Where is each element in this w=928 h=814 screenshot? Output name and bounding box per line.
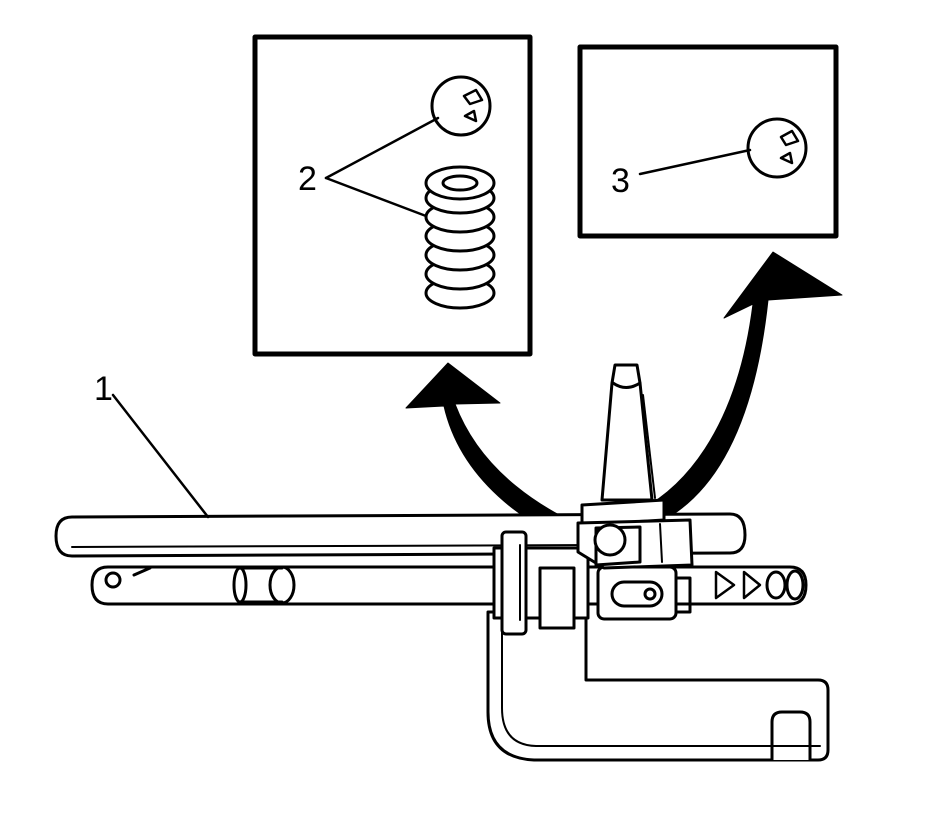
leader-line-1 xyxy=(111,393,210,519)
callout-2: 2 xyxy=(298,160,317,198)
detent-ball-2-icon xyxy=(430,75,492,137)
leader-line-3 xyxy=(638,148,752,176)
callout-3: 3 xyxy=(611,162,630,200)
removal-arrow-right-icon xyxy=(615,251,843,536)
inset-spring-and-ball xyxy=(252,34,533,357)
leader-line-2a xyxy=(324,116,440,180)
detent-spring-icon xyxy=(424,165,496,310)
leader-line-2b xyxy=(324,176,428,218)
interlock-block xyxy=(596,565,692,621)
detent-bore-icon xyxy=(593,523,627,557)
detent-ball-3-icon xyxy=(746,117,808,179)
lower-shift-rail xyxy=(90,565,808,606)
callout-1: 1 xyxy=(94,370,113,408)
shift-rail-1 xyxy=(54,512,747,558)
shift-lever xyxy=(576,363,694,570)
inset-ball xyxy=(577,44,839,239)
shift-fork xyxy=(486,530,830,762)
